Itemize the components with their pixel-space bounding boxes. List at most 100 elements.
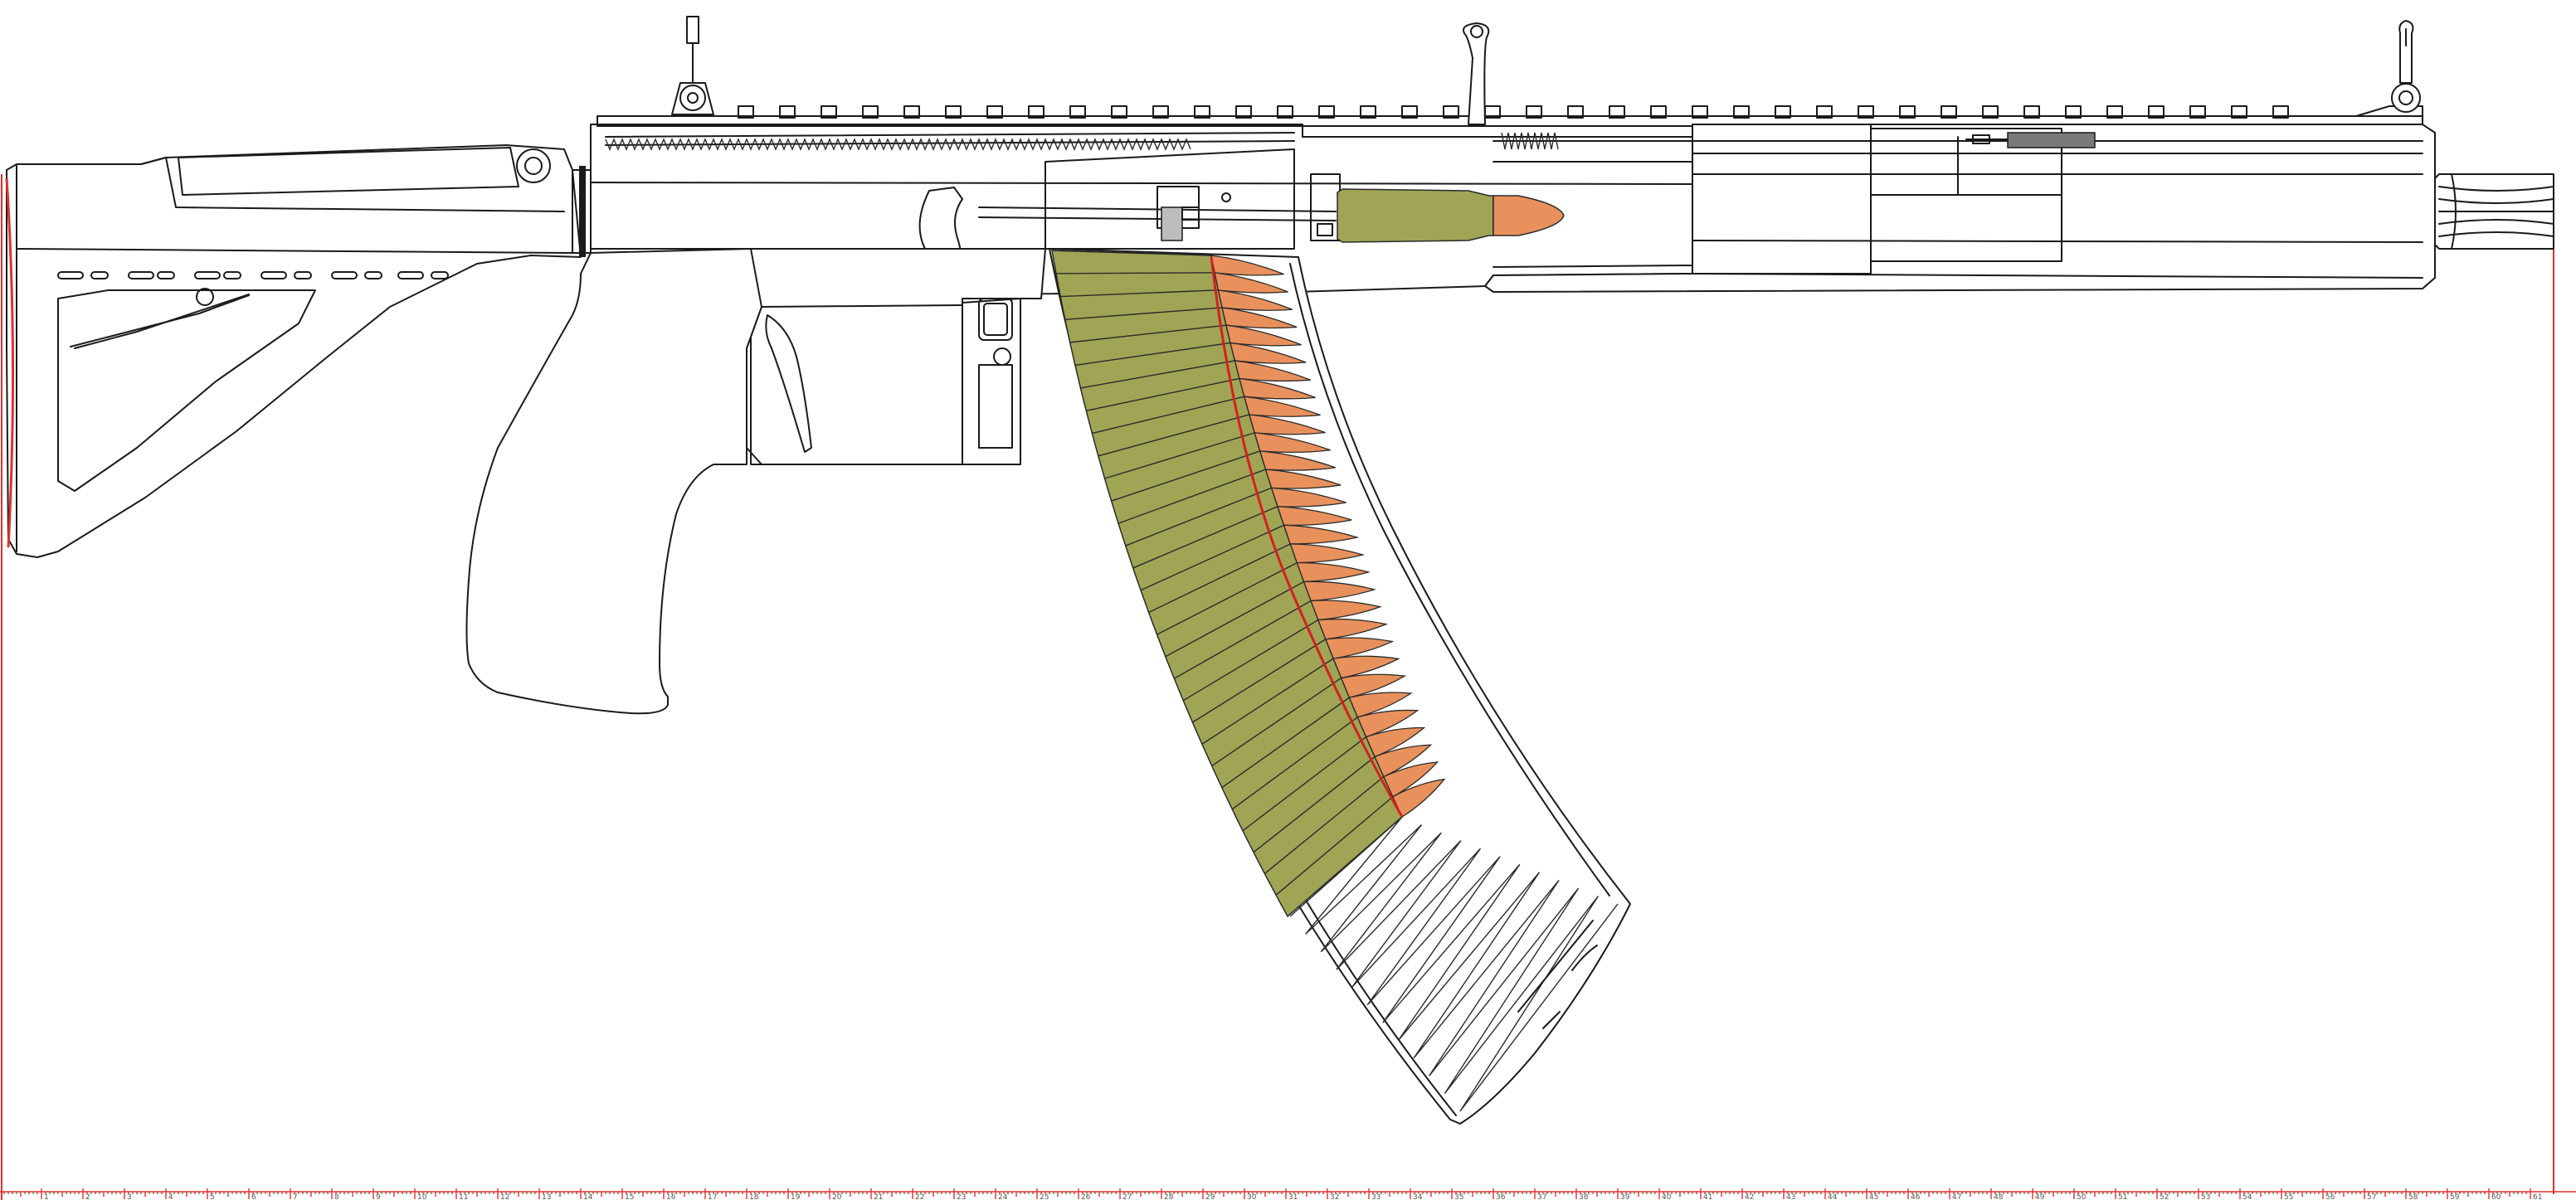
chambered-cartridge [1337, 188, 1565, 243]
magazine-round-separator [1264, 776, 1385, 875]
ruler-label: 53 [2201, 1193, 2210, 1200]
magazine-round-separator [1148, 543, 1291, 614]
ruler-label: 43 [1786, 1193, 1795, 1200]
magazine-round-bullet [1348, 692, 1413, 718]
magazine-round-bullet [1210, 255, 1284, 276]
ruler-label: 28 [1164, 1193, 1174, 1200]
magazine-round-bullet [1303, 581, 1376, 602]
ruler-label: 37 [1537, 1193, 1546, 1200]
ruler-label: 31 [1288, 1193, 1298, 1200]
ruler-label: 29 [1205, 1193, 1215, 1200]
magazine-rounds [1051, 250, 1446, 918]
magazine-round-separator [1242, 736, 1367, 832]
buttstock [5, 144, 592, 558]
ruler-label: 10 [417, 1193, 427, 1200]
ruler-label: 36 [1496, 1193, 1506, 1200]
ruler-label: 58 [2408, 1193, 2418, 1200]
ruler-label: 54 [2242, 1193, 2252, 1200]
magazine-round-bullet [1391, 778, 1446, 818]
ruler-label: 52 [2160, 1193, 2169, 1200]
magazine-spring [1289, 816, 1619, 1112]
ruler-label: 7 [293, 1193, 298, 1200]
magazine-round-separator [1069, 324, 1227, 343]
ruler-label: 22 [915, 1193, 924, 1200]
ruler-label: 25 [1040, 1193, 1049, 1200]
magazine-round-bullet [1374, 744, 1433, 778]
ruler-label: 2 [85, 1193, 90, 1200]
magazine-round-separator [1092, 396, 1244, 435]
magazine-round-bullet [1259, 450, 1337, 471]
ruler-label: 17 [708, 1193, 717, 1200]
ruler-label: 30 [1247, 1193, 1257, 1200]
ruler-label: 40 [1662, 1193, 1672, 1200]
ruler-label: 35 [1454, 1193, 1463, 1200]
magazine-round-separator [1275, 796, 1394, 896]
magazine-round-bullet [1270, 487, 1346, 508]
magazine-round-bullet [1221, 307, 1298, 329]
ruler-label: 14 [583, 1193, 593, 1200]
magazine-round-separator [1221, 697, 1350, 789]
ruler-label: 57 [2367, 1193, 2376, 1200]
ruler-label: 1 [44, 1193, 49, 1200]
magazine-round-separator [1086, 377, 1240, 411]
ruler-label: 6 [251, 1193, 256, 1200]
charging-handle [1463, 22, 1490, 125]
gas-piston [2007, 132, 2096, 148]
magazine-round-bullet [1356, 709, 1419, 738]
magazine-round-bullet [1296, 561, 1371, 583]
ruler-label: 34 [1413, 1193, 1423, 1200]
ruler-label: 59 [2450, 1193, 2460, 1200]
magazine-round-separator [1231, 717, 1358, 810]
magazine-round-separator [1060, 289, 1219, 298]
magazine-round-bullet [1277, 506, 1352, 526]
magazine-round-bullet [1310, 600, 1382, 621]
ruler-label: 11 [459, 1193, 468, 1200]
ruler-label: 23 [957, 1193, 966, 1200]
ruler-label: 24 [998, 1193, 1008, 1200]
magazine-round-separator [1125, 487, 1272, 547]
ruler-label: 48 [1994, 1193, 2004, 1200]
handguard [1484, 124, 2436, 293]
ruler-label: 13 [542, 1193, 551, 1200]
magazine-round-separator [1165, 581, 1304, 658]
ruler-label: 27 [1122, 1193, 1132, 1200]
magazine-round-bullet [1264, 469, 1342, 489]
magazine-round-separator [1253, 755, 1376, 853]
magazine-round-bullet [1225, 324, 1302, 347]
magazine [1049, 248, 1631, 1125]
magazine-round-bullet [1234, 360, 1312, 382]
magazine-round-bullet [1289, 543, 1366, 564]
magazine-round-separator [1132, 506, 1278, 569]
magazine-round-separator [1118, 469, 1266, 524]
muzzle-device [2434, 173, 2554, 250]
ruler-label: 44 [1828, 1193, 1838, 1200]
ruler-label: 45 [1869, 1193, 1878, 1200]
ruler-label: 60 [2491, 1193, 2501, 1200]
pistol-grip [465, 248, 762, 715]
ruler-label: 20 [832, 1193, 842, 1200]
magazine-round-separator [1111, 450, 1261, 502]
top-rail [597, 105, 2423, 127]
magazine-round-separator [1055, 272, 1215, 274]
ruler-label: 46 [1911, 1193, 1921, 1200]
magazine-round-bullet [1283, 524, 1360, 545]
ruler-label: 42 [1745, 1193, 1754, 1200]
ruler-label: 38 [1579, 1193, 1589, 1200]
ruler-label: 56 [2325, 1193, 2335, 1200]
ruler-label: 55 [2284, 1193, 2293, 1200]
magazine-round-bullet [1332, 655, 1400, 679]
magazine-spring-coils [1289, 816, 1619, 1112]
magazine-round-separator [1182, 619, 1319, 702]
magazine-round-bullet [1317, 618, 1389, 640]
magazine-round-separator [1074, 342, 1231, 367]
ruler-label: 21 [874, 1193, 883, 1200]
magazine-round-separator [1157, 561, 1298, 635]
ruler-label: 32 [1330, 1193, 1339, 1200]
ruler-label: 3 [127, 1193, 132, 1200]
ruler-label: 51 [2118, 1193, 2127, 1200]
magazine-round-bullet [1340, 673, 1407, 698]
ruler-label: 18 [749, 1193, 759, 1200]
ruler-label: 26 [1081, 1193, 1091, 1200]
